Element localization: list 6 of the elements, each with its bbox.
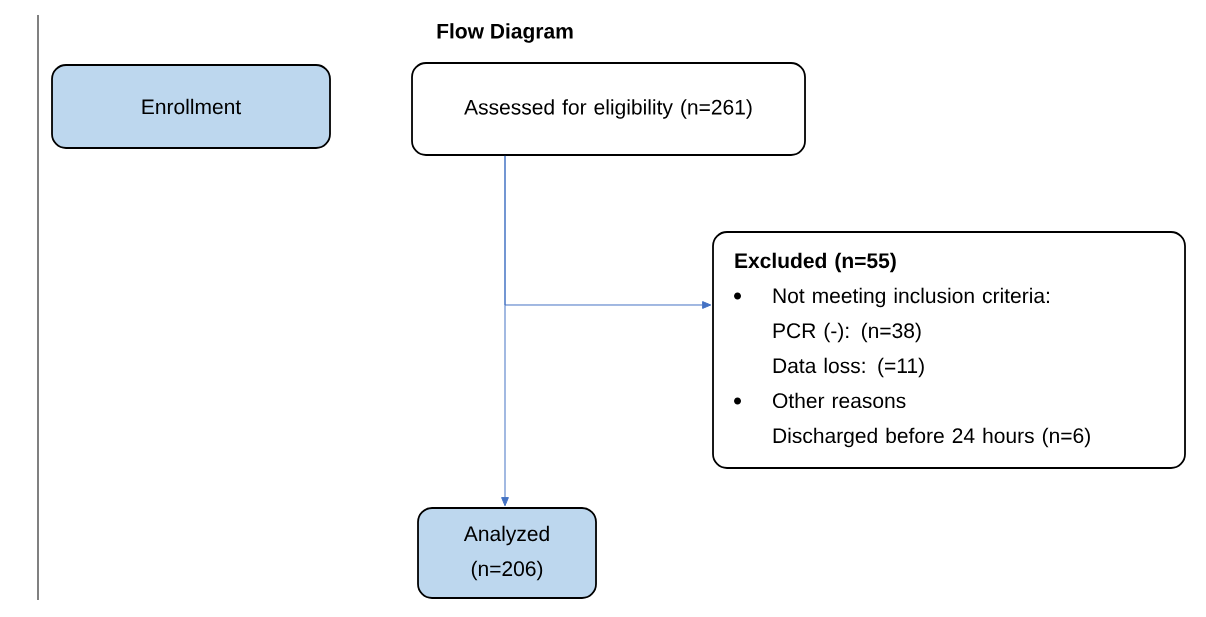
process-box: Assessed for eligibility (n=261) (411, 62, 806, 156)
stage-box: Enrollment (51, 64, 331, 149)
stage-box: Analyzed (n=206) (417, 507, 597, 599)
diagram-title: Flow Diagram (437, 23, 573, 43)
exclusion-box: Excluded (n=55) Not meeting inclusion criteria: PCR (-): (n=38) Data loss: (=11) Other reasons Discharged before 24 hours (n=6) (712, 231, 1186, 469)
arrow (504, 155, 712, 309)
